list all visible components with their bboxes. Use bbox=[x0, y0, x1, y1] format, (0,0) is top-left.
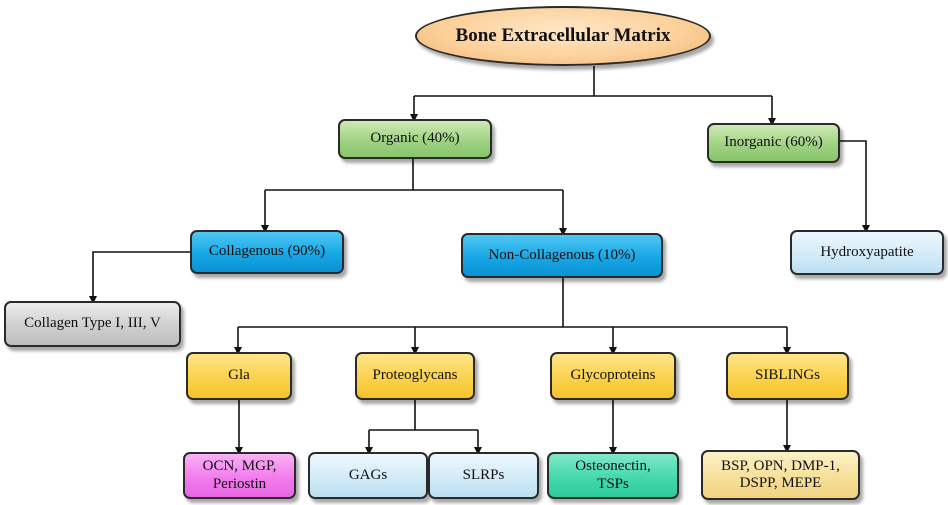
gla-members-line-2: Periostin bbox=[212, 475, 267, 492]
siblings-node: SIBLINGs bbox=[726, 352, 849, 400]
slrps-label: SLRPs bbox=[462, 466, 505, 483]
hydroxyapatite-node: Hydroxyapatite bbox=[790, 230, 944, 275]
root-node: Bone Extracellular Matrix bbox=[415, 6, 711, 66]
non-collagenous-node: Non-Collagenous (10%) bbox=[461, 233, 663, 278]
organic-label: Organic (40%) bbox=[370, 130, 460, 147]
collagen-types-node: Collagen Type I, III, V bbox=[4, 301, 181, 347]
sibling-members-line-1: BSP, OPN, DMP-1, bbox=[721, 457, 840, 474]
gla-label: Gla bbox=[228, 367, 250, 384]
sibling-members-line-2: DSPP, MEPE bbox=[739, 475, 822, 491]
gla-node: Gla bbox=[186, 352, 292, 400]
siblings-label: SIBLINGs bbox=[754, 367, 820, 384]
proteoglycans-label: Proteoglycans bbox=[372, 367, 458, 384]
glycoprotein-members-line-2: TSPs bbox=[597, 475, 629, 492]
glycoprotein-members-node: Osteonectin, TSPs bbox=[547, 452, 679, 499]
slrps-node: SLRPs bbox=[428, 452, 539, 499]
glycoprotein-members-line-1: Osteonectin, bbox=[575, 458, 651, 475]
collagenous-label: Collagenous (90%) bbox=[208, 243, 326, 260]
gla-members-line-1: OCN, MGP, bbox=[202, 458, 277, 475]
sibling-members-node: BSP, OPN, DMP-1, DSPP, MEPE bbox=[701, 450, 860, 500]
gla-members-node: OCN, MGP, Periostin bbox=[183, 452, 296, 499]
inorganic-label: Inorganic (60%) bbox=[724, 134, 823, 151]
glycoproteins-node: Glycoproteins bbox=[550, 352, 676, 400]
organic-node: Organic (40%) bbox=[338, 119, 492, 159]
inorganic-node: Inorganic (60%) bbox=[707, 123, 840, 163]
proteoglycans-node: Proteoglycans bbox=[355, 352, 475, 400]
collagenous-node: Collagenous (90%) bbox=[190, 230, 344, 274]
gags-node: GAGs bbox=[308, 452, 428, 499]
collagen-types-label: Collagen Type I, III, V bbox=[24, 315, 161, 332]
non-collagenous-label: Non-Collagenous (10%) bbox=[488, 246, 636, 263]
gags-label: GAGs bbox=[348, 466, 388, 483]
hydroxyapatite-label: Hydroxyapatite bbox=[820, 243, 914, 260]
glycoproteins-label: Glycoproteins bbox=[570, 367, 656, 384]
